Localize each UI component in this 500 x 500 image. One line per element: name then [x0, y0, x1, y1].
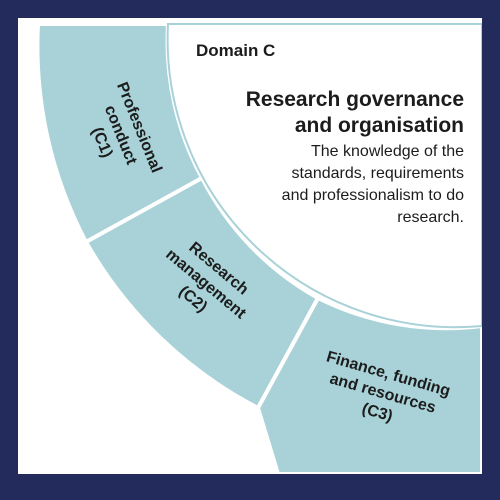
- domain-description-line4: research.: [397, 209, 464, 226]
- domain-heading: Domain C: [196, 41, 275, 60]
- domain-title-line2: and organisation: [295, 114, 464, 137]
- domain-description-line3: and professionalism to do: [282, 187, 464, 204]
- domain-wheel-diagram: Domain C Research governance and organis…: [35, 22, 482, 474]
- inner-disc: [166, 23, 482, 329]
- domain-description-line1: The knowledge of the: [311, 143, 464, 160]
- domain-title-line1: Research governance: [246, 88, 464, 111]
- diagram-frame: Domain C Research governance and organis…: [18, 18, 482, 474]
- segment-finance-funding: [255, 295, 482, 474]
- domain-description-line2: standards, requirements: [291, 165, 464, 182]
